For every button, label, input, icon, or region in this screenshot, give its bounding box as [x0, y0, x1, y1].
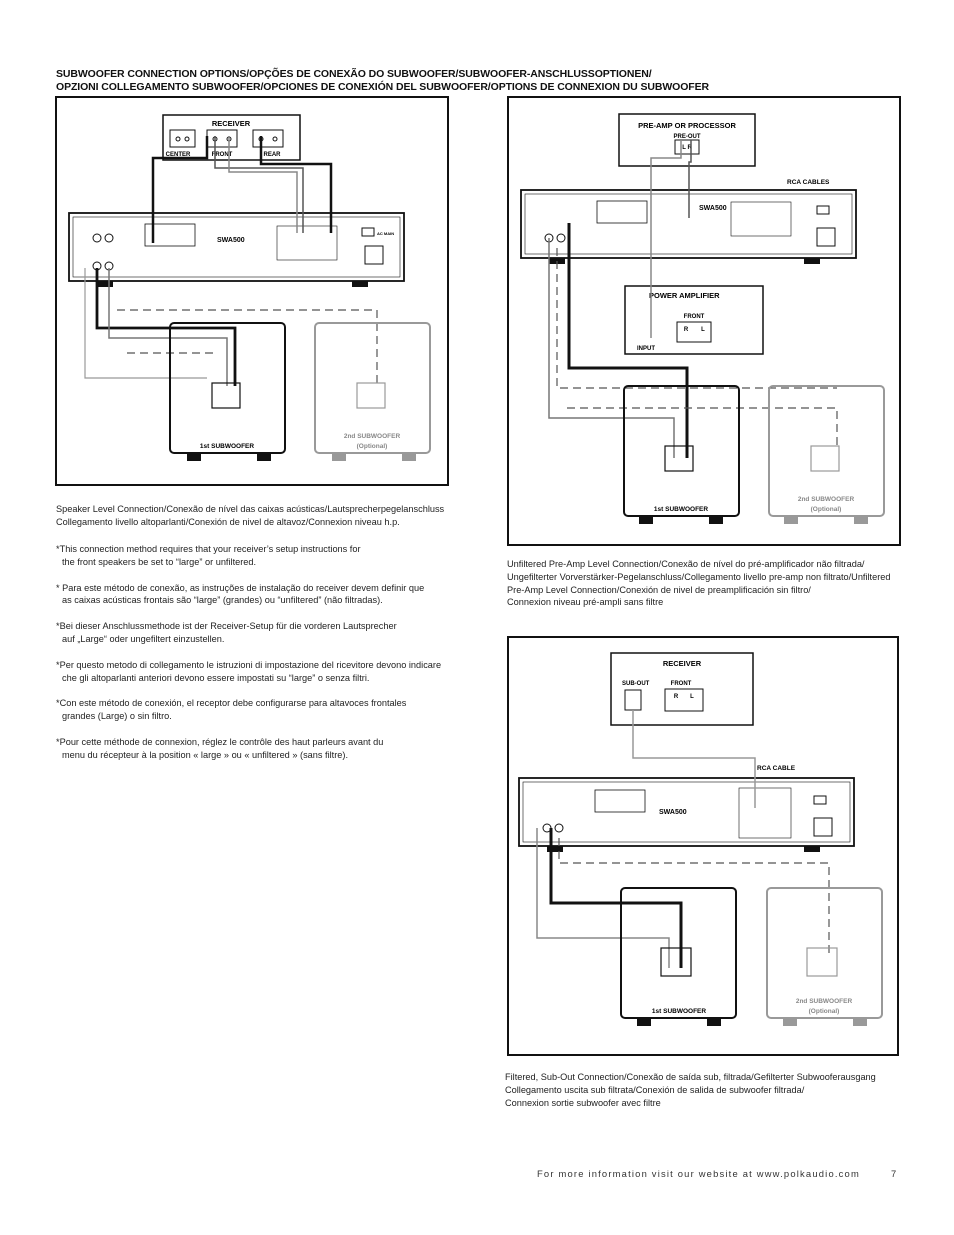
- center-label: CENTER: [166, 152, 191, 158]
- second-subwoofer-label: 2nd SUBWOOFER: [798, 496, 855, 503]
- optional-label: (Optional): [809, 1008, 840, 1015]
- rca-cable-label: RCA CABLE: [757, 765, 796, 772]
- note-pt: * Para este método de conexão, as instru…: [56, 582, 425, 606]
- first-subwoofer: [169, 322, 286, 454]
- diagram-speaker-level: RECEIVER CENTER FRONT REAR SWA500 AC MAI…: [55, 96, 449, 486]
- first-subwoofer-label: 1st SUBWOOFER: [200, 443, 254, 450]
- caption-line: Pre-Amp Level Connection/Conexión de niv…: [507, 584, 811, 595]
- swa500-amplifier: [68, 212, 405, 282]
- caption-line: Collegamento livello altoparlanti/Conexi…: [56, 516, 400, 527]
- rear-label: REAR: [263, 152, 281, 158]
- power-amplifier-box: [624, 285, 764, 355]
- lr-label: L R: [682, 145, 692, 151]
- note-fr: *Pour cette méthode de connexion, réglez…: [56, 736, 384, 760]
- second-subwoofer-label: 2nd SUBWOOFER: [796, 998, 853, 1005]
- caption-preamp-level: Unfiltered Pre-Amp Level Connection/Cone…: [507, 558, 891, 609]
- subout-label: SUB-OUT: [622, 681, 650, 687]
- heading-line-2: OPZIONI COLLEGAMENTO SUBWOOFER/OPCIONES …: [56, 81, 710, 93]
- front-label: FRONT: [671, 681, 692, 687]
- caption-line: Connexion niveau pré-ampli sans filtre: [507, 597, 664, 608]
- optional-label: (Optional): [811, 506, 842, 513]
- preout-label: PRE-OUT: [674, 134, 701, 140]
- front-label: FRONT: [212, 152, 233, 158]
- first-subwoofer: [623, 385, 740, 517]
- first-subwoofer-label: 1st SUBWOOFER: [652, 1008, 706, 1015]
- note-en: *This connection method requires that yo…: [56, 544, 361, 567]
- caption-line: Speaker Level Connection/Conexão de níve…: [56, 504, 445, 514]
- receiver-label: RECEIVER: [212, 119, 251, 128]
- caption-sub-out: Filtered, Sub-Out Connection/Conexão de …: [505, 1071, 876, 1109]
- heading-line-1: SUBWOOFER CONNECTION OPTIONS/OPÇÕES DE C…: [56, 68, 652, 80]
- model-label: SWA500: [217, 237, 245, 244]
- preamp-label: PRE-AMP OR PROCESSOR: [638, 121, 736, 130]
- note-es: *Con este método de conexión, el recepto…: [56, 698, 407, 722]
- rca-cables-label: RCA CABLES: [787, 179, 830, 186]
- swa500-amplifier: [518, 777, 855, 847]
- second-subwoofer: [768, 385, 885, 517]
- input-label: INPUT: [637, 346, 655, 352]
- l-label: L: [690, 694, 694, 700]
- second-subwoofer: [314, 322, 431, 454]
- diagram-sub-out: RECEIVER SUB-OUT FRONT R L RCA CABLE SWA…: [507, 636, 899, 1056]
- optional-label: (Optional): [357, 443, 388, 450]
- note-de: *Bei dieser Anschlussmethode ist der Rec…: [56, 621, 397, 644]
- model-label: SWA500: [699, 205, 727, 212]
- model-label: SWA500: [659, 809, 687, 816]
- notes: *This connection method requires that yo…: [56, 543, 456, 775]
- power-amp-label: POWER AMPLIFIER: [649, 291, 720, 300]
- second-subwoofer: [766, 887, 883, 1019]
- first-subwoofer: [620, 887, 737, 1019]
- l-label: L: [701, 327, 705, 333]
- caption-line: Unfiltered Pre-Amp Level Connection/Cone…: [507, 559, 865, 569]
- page-number: 7: [891, 1168, 897, 1179]
- caption-line: Filtered, Sub-Out Connection/Conexão de …: [505, 1072, 876, 1082]
- r-label: R: [684, 327, 689, 333]
- page-heading: SUBWOOFER CONNECTION OPTIONS/OPÇÕES DE C…: [56, 68, 916, 94]
- caption-speaker-level: Speaker Level Connection/Conexão de níve…: [56, 503, 444, 529]
- ac-main-label: AC MAIN: [377, 231, 394, 236]
- caption-line: Connexion sortie subwoofer avec filtre: [505, 1097, 661, 1108]
- note-it: *Per questo metodo di collegamento le is…: [56, 659, 442, 683]
- first-subwoofer-label: 1st SUBWOOFER: [654, 506, 708, 513]
- second-subwoofer-label: 2nd SUBWOOFER: [344, 433, 401, 440]
- front-label: FRONT: [684, 314, 705, 320]
- caption-line: Collegamento uscita sub filtrata/Conexió…: [505, 1084, 805, 1095]
- caption-line: Ungefilterter Vorverstärker-Pegelanschlu…: [507, 571, 891, 582]
- footer-website-text: For more information visit our website a…: [537, 1168, 860, 1179]
- receiver-label: RECEIVER: [663, 659, 702, 668]
- diagram-preamp-level: PRE-AMP OR PROCESSOR PRE-OUT L R RCA CAB…: [507, 96, 901, 546]
- r-label: R: [674, 694, 679, 700]
